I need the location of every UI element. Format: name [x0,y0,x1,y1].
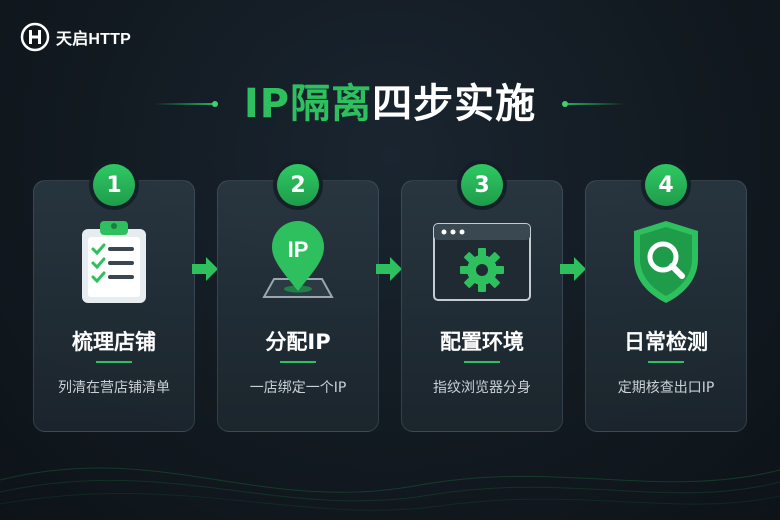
step-desc-4: 定期核查出口IP [617,380,715,396]
step-card-3 [401,180,563,432]
step-number-badge-4: 4 [645,164,687,206]
step-name-3: 配置环境 [440,330,524,354]
step-underline-4 [648,361,684,363]
ip-location-pin-icon: IP [217,212,379,312]
step-desc-3: 指纹浏览器分身 [433,380,531,396]
step-name-1: 梳理店铺 [72,330,156,354]
browser-gear-icon [401,212,563,312]
step-desc-1: 列清在营店铺清单 [58,380,170,396]
step-underline-1 [96,361,132,363]
step-number-badge-1: 1 [93,164,135,206]
brand-name: 天启HTTP [56,31,131,48]
pin-ip-text: IP [288,237,309,262]
step-name-4: 日常检测 [624,330,708,354]
step-underline-3 [464,361,500,363]
arrow-right-icon [560,257,586,281]
title-decor-right [562,101,627,107]
title-row: IP隔离四步实施 [0,78,780,130]
page-title: IP隔离四步实施 [244,78,536,130]
step-number-badge-3: 3 [461,164,503,206]
brand-logo[interactable]: 天启HTTP [20,22,131,52]
arrow-right-icon [192,257,218,281]
clipboard-checklist-icon [33,212,195,312]
title-decor-left [153,101,218,107]
title-highlight: IP隔离 [243,81,373,127]
arrow-right-icon [376,257,402,281]
step-underline-2 [280,361,316,363]
title-rest: 四步实施 [372,81,537,127]
step-desc-2: 一店绑定一个IP [249,380,347,396]
step-number-badge-2: 2 [277,164,319,206]
shield-search-icon [585,212,747,312]
brand-logo-icon [20,22,50,52]
background-wave-lines [0,467,780,511]
step-name-2: 分配IP [265,330,331,354]
